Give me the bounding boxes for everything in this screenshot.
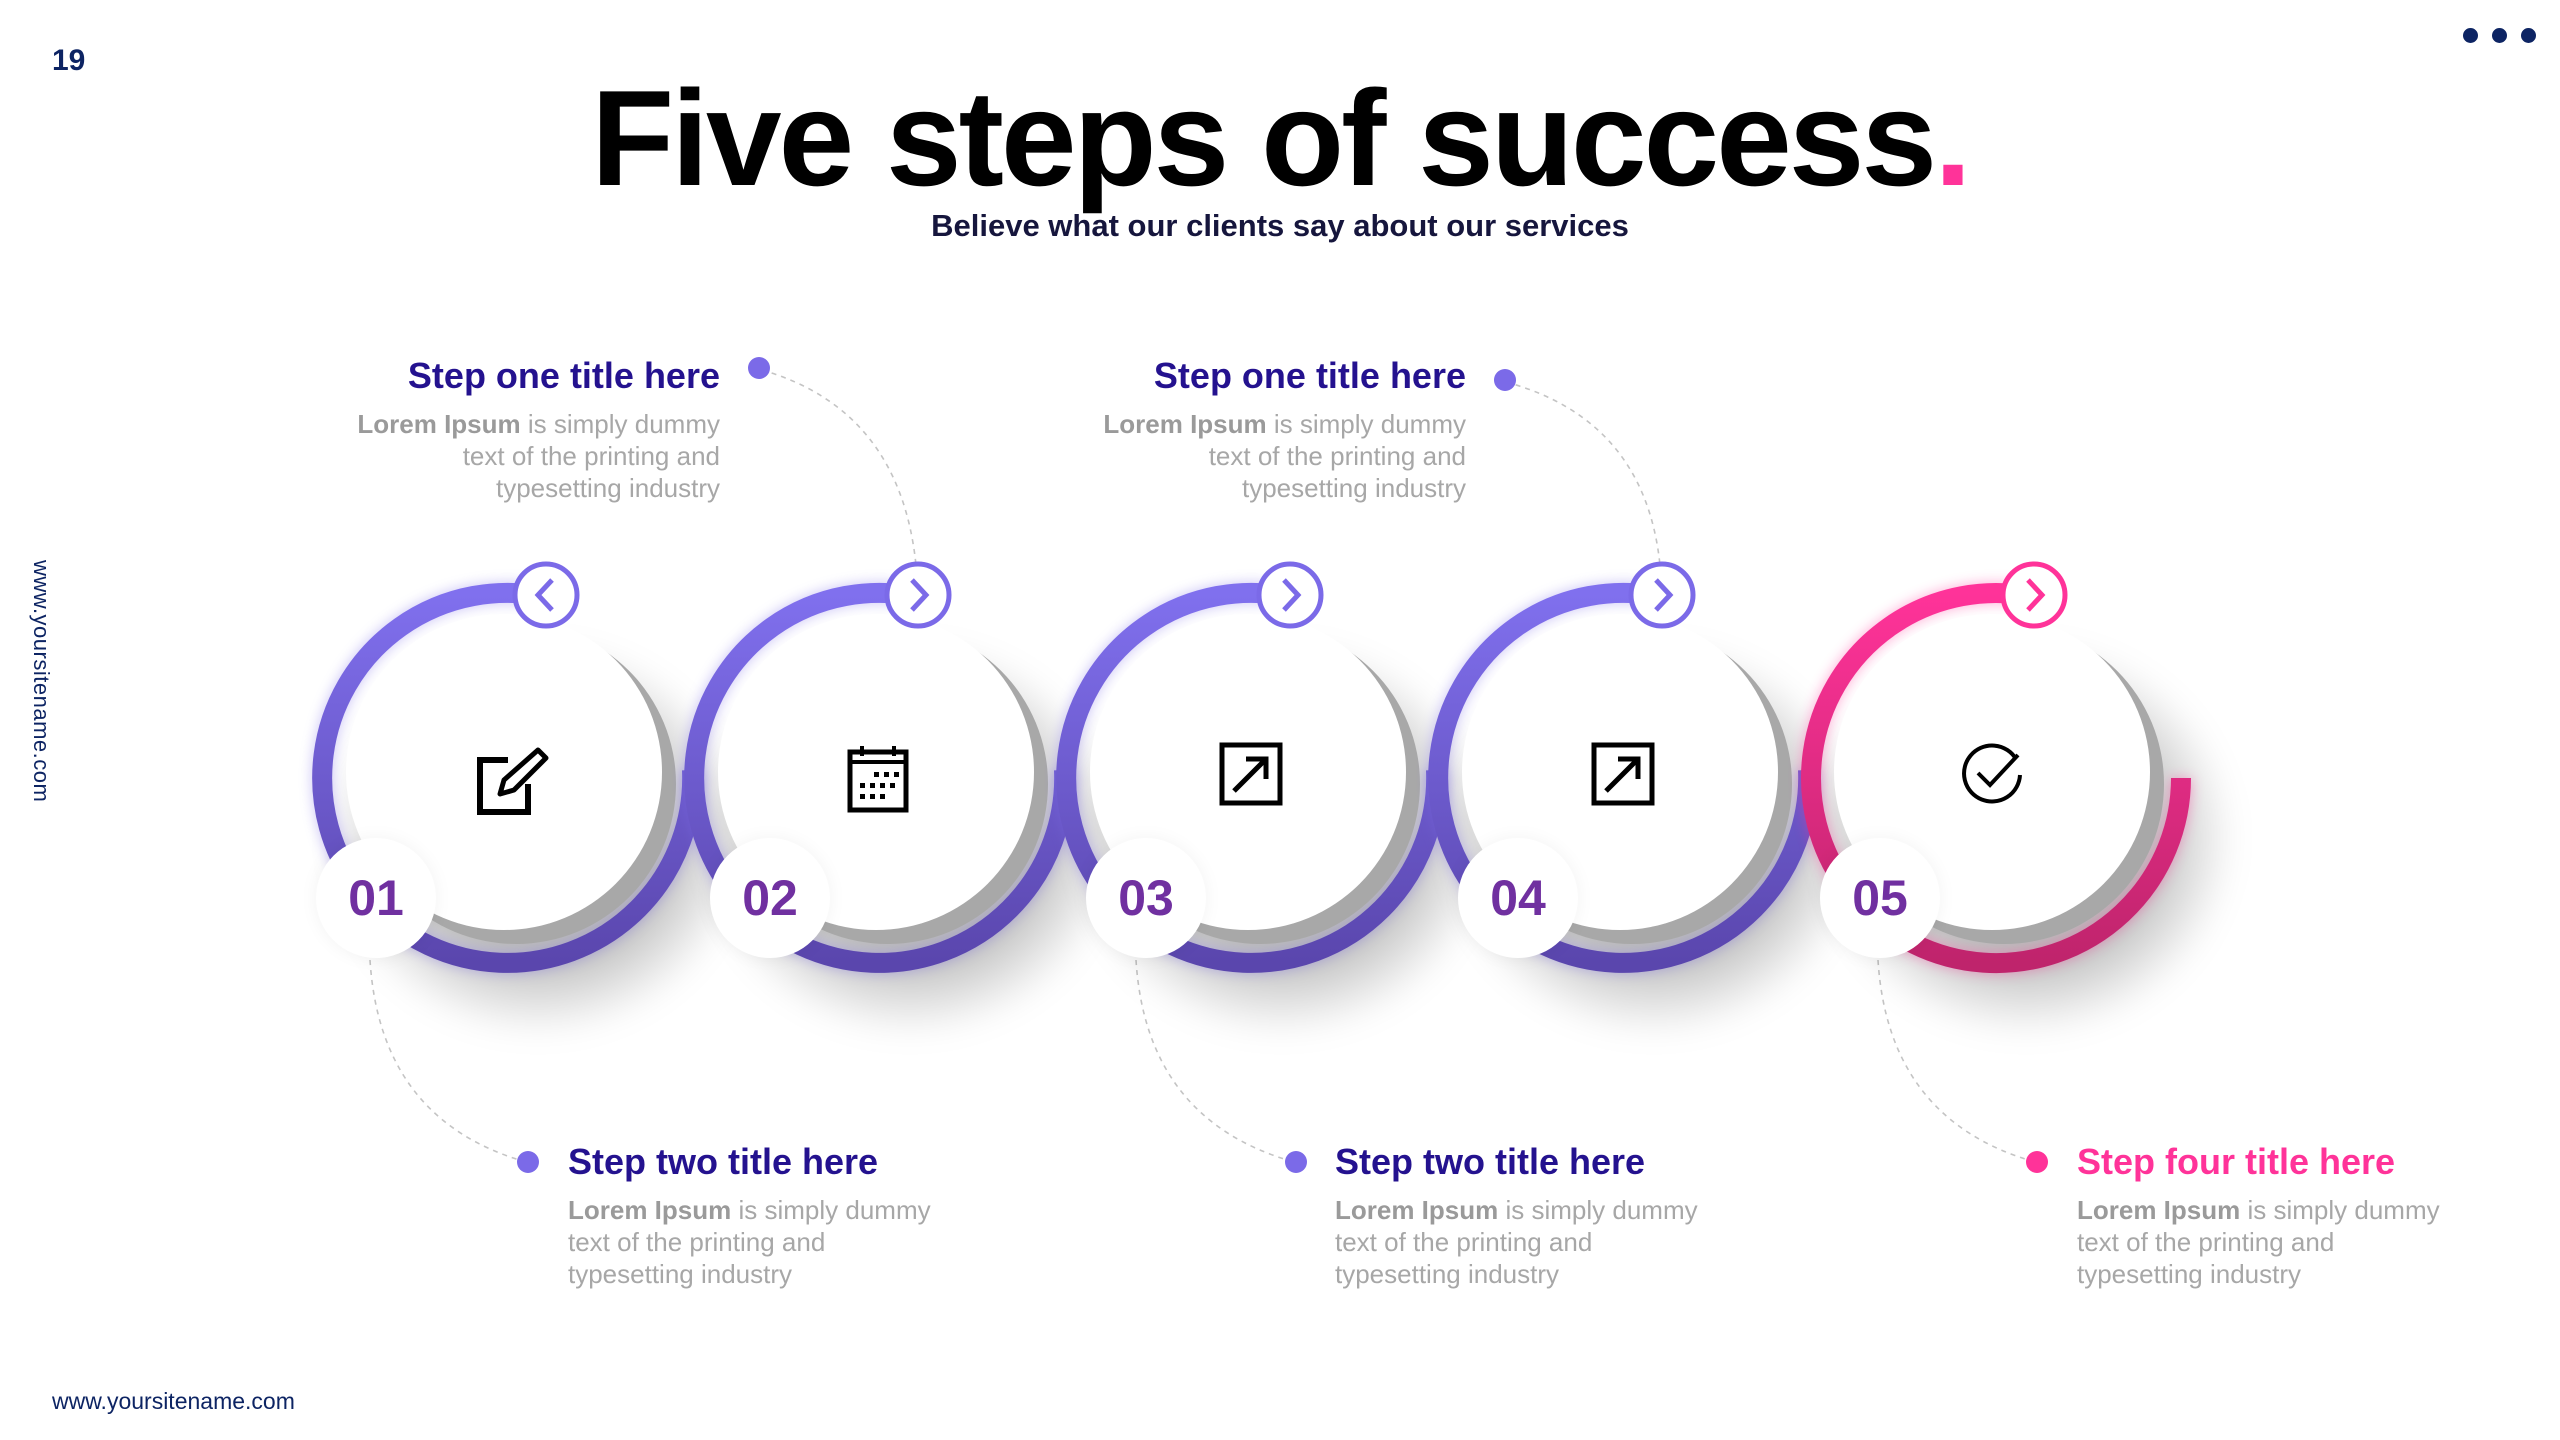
callout-title: Step one title here: [407, 355, 720, 396]
edit-icon: [477, 747, 549, 815]
chevron-right-icon[interactable]: [884, 561, 952, 629]
page-number: 19: [52, 44, 86, 77]
step-number-badge: 01: [316, 838, 436, 958]
more-horizontal-icon[interactable]: [2463, 28, 2536, 43]
callout-top-1: Step one title here Lorem Ipsum is simpl…: [240, 356, 720, 504]
title-accent-dot: .: [1934, 62, 1972, 214]
side-url: www.yoursitename.com: [29, 560, 54, 803]
connector-dots: [517, 357, 2048, 1173]
external-link-icon: [1219, 742, 1283, 806]
chevron-right-icon[interactable]: [1628, 561, 1696, 629]
footer-url: www.yoursitename.com: [52, 1388, 295, 1414]
callout-bottom-2: Step two title here Lorem Ipsum is simpl…: [1335, 1142, 1815, 1290]
callout-bottom-1: Step two title here Lorem Ipsum is simpl…: [568, 1142, 1048, 1290]
calendar-icon: [847, 746, 909, 813]
external-link-icon: [1591, 742, 1655, 806]
callout-title: Step two title here: [1335, 1141, 1646, 1182]
page-subtitle: Believe what our clients say about our s…: [931, 208, 1629, 243]
callout-title: Step one title here: [1153, 355, 1466, 396]
chevron-right-icon[interactable]: [2000, 561, 2068, 629]
page-title: Five steps of success.: [0, 70, 2560, 206]
step-number-badge: 03: [1086, 838, 1206, 958]
check-circle-icon: [1962, 743, 2022, 804]
step-ring-01: [311, 561, 748, 1038]
chevron-left-icon[interactable]: [512, 561, 580, 629]
callout-title: Step four title here: [2077, 1141, 2396, 1182]
step-number-badge: 04: [1458, 838, 1578, 958]
chevron-right-icon[interactable]: [1256, 561, 1324, 629]
step-number-badge: 02: [710, 838, 830, 958]
connector-lines: [369, 369, 2036, 1163]
callout-title: Step two title here: [568, 1141, 879, 1182]
title-text: Five steps of success: [591, 62, 1937, 214]
callout-bottom-3: Step four title here Lorem Ipsum is simp…: [2077, 1142, 2557, 1290]
callout-top-2: Step one title here Lorem Ipsum is simpl…: [986, 356, 1466, 504]
step-number-badge: 05: [1820, 838, 1940, 958]
